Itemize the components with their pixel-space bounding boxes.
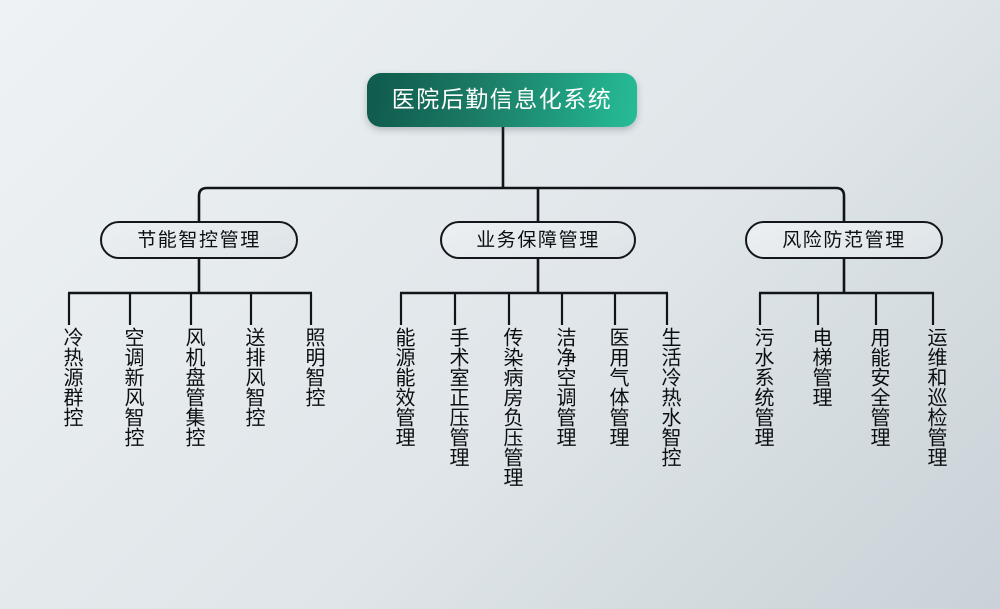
category-node-label: 风险防范管理 bbox=[782, 228, 906, 251]
leaf-node-energy-1[interactable]: 空调新风智控 bbox=[121, 327, 145, 447]
leaf-node-business-1[interactable]: 手术室正压管理 bbox=[446, 327, 470, 467]
leaf-node-energy-0[interactable]: 冷热源群控 bbox=[60, 327, 84, 427]
leaf-node-risk-2[interactable]: 用能安全管理 bbox=[867, 327, 891, 447]
leaf-node-risk-3[interactable]: 运维和巡检管理 bbox=[924, 327, 948, 467]
category-node-label: 业务保障管理 bbox=[476, 228, 600, 251]
root-node[interactable]: 医院后勤信息化系统 bbox=[367, 73, 637, 127]
category-node-label: 节能智控管理 bbox=[137, 228, 261, 251]
leaf-node-business-3[interactable]: 洁净空调管理 bbox=[553, 327, 577, 447]
root-node-label: 医院后勤信息化系统 bbox=[391, 86, 613, 113]
category-node-business[interactable]: 业务保障管理 bbox=[440, 221, 636, 259]
category-node-risk[interactable]: 风险防范管理 bbox=[745, 221, 943, 259]
leaf-node-business-2[interactable]: 传染病房负压管理 bbox=[500, 327, 524, 487]
connector-top-bus bbox=[197, 186, 846, 221]
leaf-node-energy-4[interactable]: 照明智控 bbox=[302, 327, 326, 407]
leaf-node-energy-3[interactable]: 送排风智控 bbox=[242, 327, 266, 427]
leaf-node-energy-2[interactable]: 风机盘管集控 bbox=[182, 327, 206, 447]
leaf-node-business-0[interactable]: 能源能效管理 bbox=[392, 327, 416, 447]
leaf-node-risk-0[interactable]: 污水系统管理 bbox=[751, 327, 775, 447]
leaf-node-risk-1[interactable]: 电梯管理 bbox=[809, 327, 833, 407]
leaf-node-business-4[interactable]: 医用气体管理 bbox=[606, 327, 630, 447]
category-node-energy[interactable]: 节能智控管理 bbox=[100, 221, 298, 259]
leaf-node-business-5[interactable]: 生活冷热水智控 bbox=[658, 327, 682, 467]
